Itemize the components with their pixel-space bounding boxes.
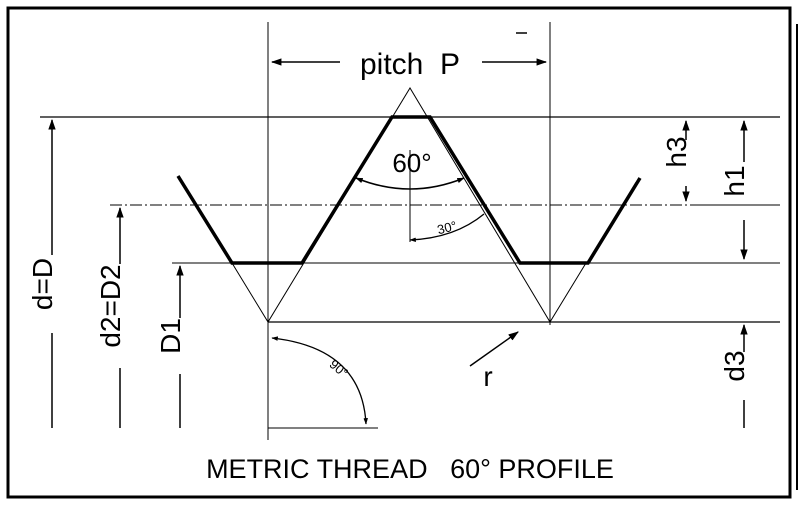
theoretical-profile: [231, 87, 587, 323]
angle-90-label: 90°: [327, 356, 352, 380]
angle-60-arc: [355, 177, 465, 190]
dim-h3-label: h3: [661, 136, 692, 167]
dim-D1-label: D1: [155, 318, 186, 354]
angle-60-label: 60°: [392, 148, 431, 178]
angle-30-label: 30°: [436, 218, 459, 237]
dim-d-gap: [36, 255, 68, 333]
diagram-caption: METRIC THREAD 60° PROFILE: [206, 454, 614, 484]
dim-D1-gap: [164, 318, 196, 374]
dim-d3-label: d3: [719, 350, 750, 381]
radius-arrow: [469, 331, 519, 367]
radius-label: r: [483, 361, 492, 392]
pitch-label: pitch P: [360, 48, 460, 81]
dim-d3-gap: [728, 352, 760, 400]
dim-d2-label: d2=D2: [95, 264, 126, 347]
angle-30-arc: [409, 213, 485, 243]
angle-90-arc: [271, 336, 368, 425]
dim-d2-gap: [104, 264, 136, 368]
dim-d-label: d=D: [27, 258, 58, 310]
dim-h1-label: h1: [719, 165, 750, 196]
thread-profile: [176, 115, 642, 265]
frame-border: [6, 6, 792, 499]
